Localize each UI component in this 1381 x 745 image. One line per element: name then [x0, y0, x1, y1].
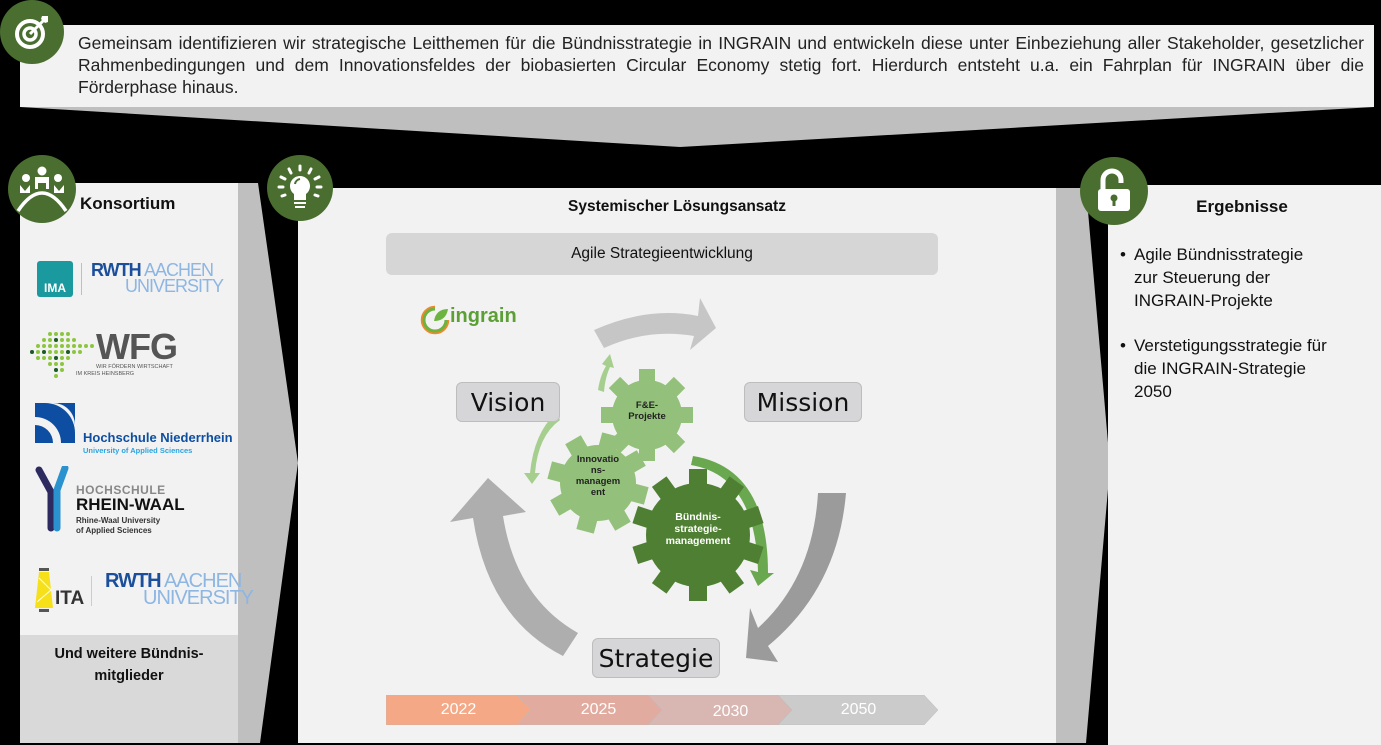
vision-label: Vision: [456, 382, 560, 422]
results-panel: Ergebnisse • Agile Bündnisstrategie zur …: [1108, 185, 1381, 745]
logo-hochschule-niederrhein: Hochschule Niederrhein University of App…: [35, 403, 235, 458]
gear-innovation-label: Innovatio ns- managem ent: [575, 454, 621, 498]
logo-ima-rwth: IMA RWTH AACHEN UNIVERSITY: [37, 260, 224, 301]
gear-buendnis: [632, 469, 764, 601]
result-item: • Verstetigungsstrategie für die INGRAIN…: [1120, 336, 1327, 401]
timeline-2025: 2025: [580, 701, 617, 718]
logo-wfg: WFG WIR FÖRDERN WIRTSCHAFT IM KREIS HEIN…: [30, 326, 210, 383]
team-meeting-icon: [8, 155, 76, 223]
solution-panel: Systemischer Lösungsansatz Agile Strateg…: [298, 188, 1056, 743]
results-list: • Agile Bündnisstrategie zur Steuerung d…: [1120, 243, 1380, 425]
right-connector-arrow: [1056, 188, 1110, 743]
top-banner-funnel: [20, 107, 1374, 147]
ingrain-leaf-icon: [420, 305, 450, 335]
timeline: 2022 2025 2030 2050: [386, 695, 938, 725]
lightbulb-icon: [267, 155, 333, 221]
top-banner-text: Gemeinsam identifizieren wir strategisch…: [78, 33, 1364, 97]
small-arrow-down: [524, 413, 560, 484]
small-arrow-up: [598, 354, 614, 392]
wfg-dot-map-icon: [30, 332, 94, 378]
konsortium-panel: Konsortium IMA RWTH AACHEN UNIVERSITY W: [20, 183, 254, 635]
cycle-arrow-right: [746, 493, 846, 662]
timeline-2050: 2050: [840, 701, 877, 718]
logo-ita-rwth: ITA RWTH AACHEN UNIVERSITY: [33, 568, 254, 613]
unlock-icon: [1080, 157, 1148, 225]
timeline-2030: 2030: [712, 703, 749, 720]
gear-cluster: [547, 369, 764, 601]
top-banner: Gemeinsam identifizieren wir strategisch…: [20, 25, 1374, 107]
cycle-arrow-left: [450, 478, 578, 656]
ita-yarn-icon: [35, 568, 53, 612]
logo-hochschule-rhein-waal: HOCHSCHULE RHEIN-WAAL Rhine-Waal Univers…: [35, 466, 235, 541]
hsnr-emblem-icon: [35, 403, 75, 443]
konsortium-title: Konsortium: [80, 194, 176, 213]
agile-strategy-banner: Agile Strategieentwicklung: [386, 233, 938, 275]
results-title: Ergebnisse: [1196, 197, 1288, 216]
gear-innovation: [547, 432, 649, 534]
gear-fe-label: F&E- Projekte: [628, 400, 666, 422]
ingrain-logo: ingrain: [420, 303, 550, 339]
gear-buendnis-label: Bündnis- strategie- management: [665, 511, 731, 548]
target-icon: [0, 0, 64, 64]
mission-label: Mission: [744, 382, 862, 422]
timeline-2022: 2022: [440, 701, 477, 718]
more-members-note: Und weitere Bündnis- mitglieder: [20, 635, 238, 743]
result-item: • Agile Bündnisstrategie zur Steuerung d…: [1120, 245, 1304, 310]
hsrw-y-emblem-icon: [35, 466, 69, 532]
solution-title: Systemischer Lösungsansatz: [568, 198, 786, 215]
cycle-arrow-top: [594, 298, 716, 350]
strategie-label: Strategie: [592, 638, 720, 678]
left-connector-arrow: [238, 183, 298, 743]
timeline-chevrons: [386, 695, 938, 725]
